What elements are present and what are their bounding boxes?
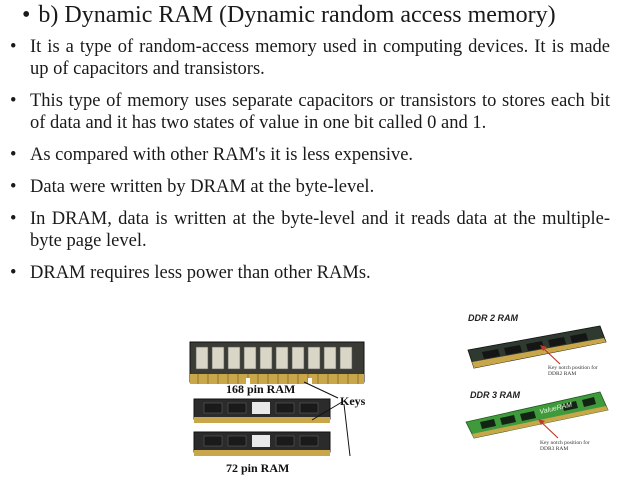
ddr2-notch-arrow: [540, 345, 561, 365]
bullet-item: •This type of memory uses separate capac…: [10, 91, 610, 133]
bullet-item: •It is a type of random-access memory us…: [10, 37, 610, 79]
bullet-item: •Data were written by DRAM at the byte-l…: [10, 177, 375, 197]
bullet-list: •It is a type of random-access memory us…: [10, 36, 610, 294]
bullet-item: •In DRAM, data is written at the byte-le…: [10, 209, 610, 251]
ram-module-72pin-image-1: [193, 398, 331, 423]
title-text: b) Dynamic RAM (Dynamic random access me…: [38, 2, 556, 28]
label-168-pin-ram: 168 pin RAM: [226, 382, 296, 396]
label-ddr2-ram: DDR 2 RAM: [468, 313, 519, 323]
keys-arrows: [303, 381, 351, 457]
slide-title: • b) Dynamic RAM (Dynamic random access m…: [22, 2, 556, 29]
label-ddr3-ram: DDR 3 RAM: [470, 390, 521, 400]
note-ddr3-notch: Key notch position for DDR3 RAM: [540, 440, 590, 452]
title-bullet: •: [22, 2, 31, 28]
bullet-item: •As compared with other RAM's it is less…: [10, 145, 414, 165]
note-ddr2-notch: Key notch position for DDR2 RAM: [548, 365, 598, 377]
ram-module-72pin-image-2: [193, 431, 331, 456]
label-72-pin-ram: 72 pin RAM: [226, 461, 290, 475]
ram-module-168pin-image: [189, 341, 365, 386]
ram-module-ddr2-image: [467, 325, 607, 369]
bullet-item: •DRAM requires less power than other RAM…: [10, 263, 371, 283]
ddr3-notch-arrow: [538, 419, 559, 439]
label-keys: Keys: [340, 394, 366, 408]
